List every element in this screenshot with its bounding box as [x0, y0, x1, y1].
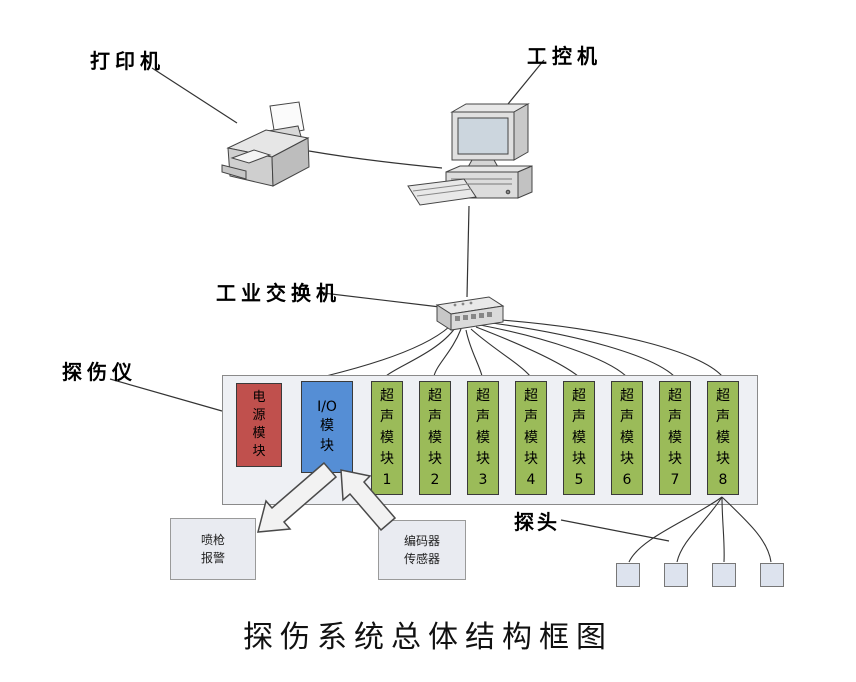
- probes-leader-line: [560, 519, 670, 542]
- probes-label: 探头: [514, 510, 560, 534]
- ultrasonic-module-5: 超 声 模 块 5: [563, 381, 595, 495]
- switch-icon: [435, 296, 505, 331]
- power-module: 电 源 模 块: [236, 383, 282, 467]
- detector-frame: 电 源 模 块 I/O 模 块 超 声 模 块 1 超 声 模 块 2 超 声 …: [222, 375, 758, 505]
- encoder-sensor-box: 编码器 传感器: [378, 520, 466, 580]
- ultrasonic-module-1: 超 声 模 块 1: [371, 381, 403, 495]
- probe-square-4: [760, 563, 784, 587]
- computer-switch-cable: [466, 205, 470, 298]
- computer-icon: [407, 103, 533, 206]
- printer-computer-cable: [308, 150, 443, 169]
- diagram-title: 探伤系统总体结构框图: [243, 620, 613, 655]
- detector-label: 探伤仪: [62, 360, 137, 384]
- device-cables: [308, 150, 470, 298]
- switch-label: 工业交换机: [216, 281, 341, 305]
- probe-square-2: [664, 563, 688, 587]
- computer-label: 工控机: [527, 44, 602, 68]
- io-module: I/O 模 块: [301, 381, 353, 473]
- ultrasonic-module-2: 超 声 模 块 2: [419, 381, 451, 495]
- ultrasonic-module-4: 超 声 模 块 4: [515, 381, 547, 495]
- printer-leader-line: [151, 67, 238, 124]
- probe-wires: [628, 496, 772, 563]
- printer-label: 打印机: [90, 49, 165, 73]
- printer-icon: [221, 101, 310, 187]
- probe-square-3: [712, 563, 736, 587]
- spray-gun-alarm-box: 喷枪 报警: [170, 518, 256, 580]
- switch-module-cables: [325, 318, 723, 377]
- ultrasonic-module-3: 超 声 模 块 3: [467, 381, 499, 495]
- probe-square-1: [616, 563, 640, 587]
- ultrasonic-module-7: 超 声 模 块 7: [659, 381, 691, 495]
- ultrasonic-module-8: 超 声 模 块 8: [707, 381, 739, 495]
- ultrasonic-module-6: 超 声 模 块 6: [611, 381, 643, 495]
